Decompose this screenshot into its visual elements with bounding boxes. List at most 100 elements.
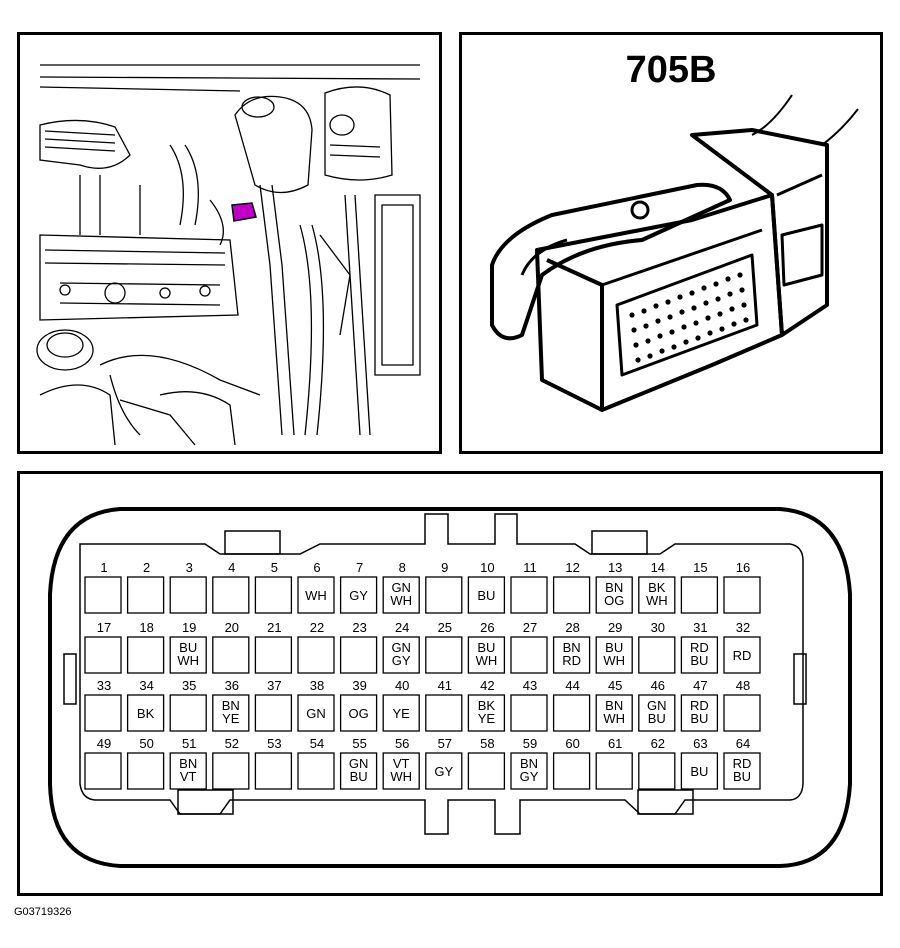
pin-number: 10 xyxy=(480,560,494,575)
pin-number: 40 xyxy=(395,678,409,693)
pin-number: 60 xyxy=(565,736,579,751)
pin-cavity xyxy=(212,576,250,614)
pin-number: 3 xyxy=(186,560,193,575)
pin-number: 12 xyxy=(565,560,579,575)
pin-cavity xyxy=(723,636,761,674)
pin-cavity xyxy=(339,694,378,732)
pin-number: 11 xyxy=(523,560,537,575)
pin-cavity xyxy=(467,694,506,732)
pin-number: 56 xyxy=(395,736,409,751)
pin-cavity xyxy=(169,694,207,732)
pin-cavity xyxy=(212,752,250,790)
pin-number: 13 xyxy=(608,560,622,575)
pin-number: 30 xyxy=(651,620,665,635)
pin-number: 55 xyxy=(352,736,366,751)
figure-code: G03719326 xyxy=(14,906,72,918)
right-key xyxy=(793,653,807,705)
wire-color-label: GY xyxy=(434,764,453,779)
pin-number: 57 xyxy=(438,736,452,751)
connector-outer-shell xyxy=(48,507,852,868)
connector-face-outline xyxy=(79,513,804,835)
pin-cavity xyxy=(126,752,165,790)
pin-cavity xyxy=(552,694,591,732)
pin-cavity xyxy=(638,576,676,614)
bottom-tab-left xyxy=(177,789,234,815)
pin-cavity xyxy=(680,694,719,732)
pin-cavity xyxy=(723,694,761,732)
wire-color-label: OG xyxy=(348,706,368,721)
pin-number: 49 xyxy=(97,736,111,751)
pin-number: 25 xyxy=(438,620,452,635)
pin-cavity xyxy=(212,694,250,732)
pin-cavity xyxy=(723,576,761,614)
pin-cavity xyxy=(595,752,633,790)
pin-number: 47 xyxy=(693,678,707,693)
pin-number: 44 xyxy=(565,678,579,693)
pin-number: 46 xyxy=(651,678,665,693)
pin-cavity xyxy=(382,636,420,674)
pin-cavity xyxy=(552,576,591,614)
pin-number: 36 xyxy=(225,678,239,693)
wire-color-label: WH xyxy=(305,588,327,603)
wire-color-label: RD xyxy=(733,648,752,663)
pin-cavity xyxy=(595,636,633,674)
pin-number: 39 xyxy=(352,678,366,693)
pin-cavity xyxy=(382,694,420,732)
left-key xyxy=(63,653,77,705)
pin-number: 31 xyxy=(693,620,707,635)
pin-cavity xyxy=(638,636,676,674)
pin-cavity xyxy=(169,752,207,790)
pin-number: 45 xyxy=(608,678,622,693)
wire-color-label: BU xyxy=(477,588,495,603)
pin-cavity xyxy=(339,636,378,674)
pin-cavity xyxy=(169,576,207,614)
pin-cavity xyxy=(510,636,548,674)
connector-pin-holes xyxy=(629,272,749,363)
pin-cavity xyxy=(297,752,335,790)
pin-number: 48 xyxy=(736,678,750,693)
pin-number: 35 xyxy=(182,678,196,693)
pin-cavity xyxy=(723,752,761,790)
pin-cavity xyxy=(254,636,293,674)
pin-number: 15 xyxy=(693,560,707,575)
pin-cavity xyxy=(680,576,719,614)
pin-number: 59 xyxy=(523,736,537,751)
pin-cavity xyxy=(212,636,250,674)
pin-cavity xyxy=(126,636,165,674)
pin-cavity xyxy=(254,576,293,614)
connector-view-panel: 705B xyxy=(459,32,883,454)
engine-bay-drawing xyxy=(36,64,421,446)
pin-number: 17 xyxy=(97,620,111,635)
pin-number: 21 xyxy=(267,620,281,635)
pin-cavity xyxy=(552,636,591,674)
pin-number: 28 xyxy=(565,620,579,635)
pin-number: 20 xyxy=(225,620,239,635)
pin-cavity xyxy=(680,752,719,790)
pin-number: 52 xyxy=(225,736,239,751)
pin-cavity xyxy=(84,694,122,732)
pin-cavity xyxy=(510,752,548,790)
connector-3d-drawing xyxy=(490,94,859,412)
pin-cavity xyxy=(510,694,548,732)
pin-cavity xyxy=(638,694,676,732)
pin-cavity xyxy=(425,636,463,674)
pin-cavity xyxy=(425,694,463,732)
engine-bay-illustration xyxy=(17,32,442,454)
connector-id-label: 705B xyxy=(625,49,717,91)
pin-number: 51 xyxy=(182,736,196,751)
pin-cavity xyxy=(638,752,676,790)
pin-cavity xyxy=(254,752,293,790)
